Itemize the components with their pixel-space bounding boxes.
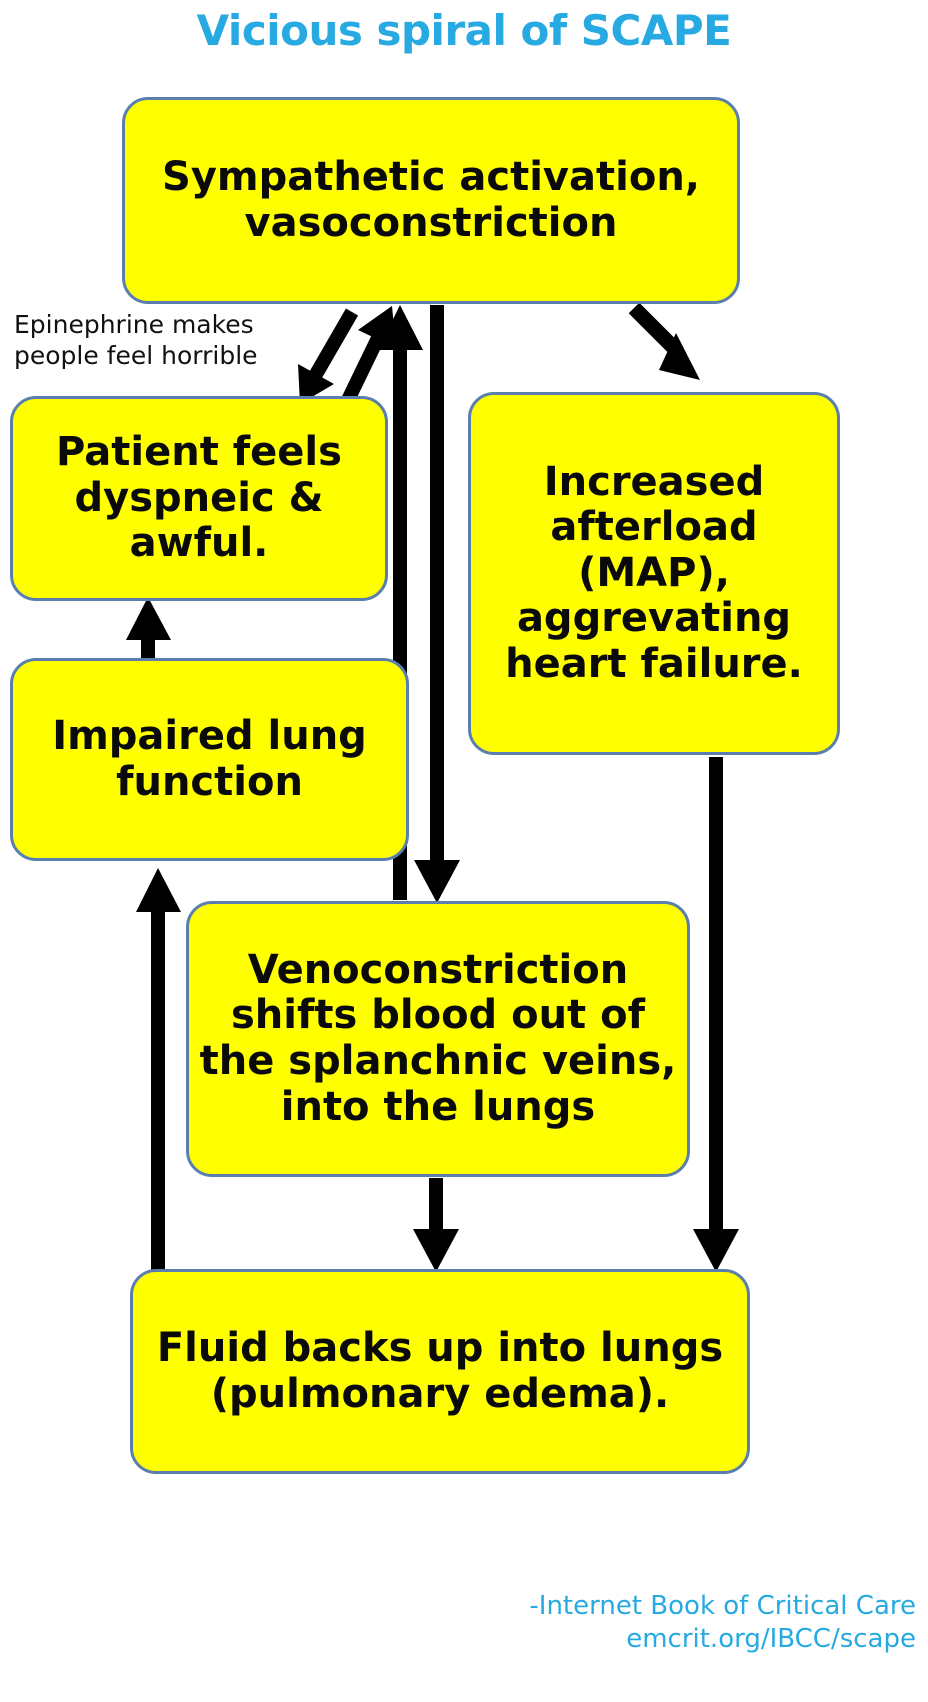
arrow-impaired-to-patient <box>126 597 171 658</box>
annotation-line-2: people feel horrible <box>14 340 258 370</box>
annotation-line-1: Epinephrine makes <box>14 310 254 339</box>
node-increased-afterload: Increased afterload (MAP), aggrevating h… <box>468 392 840 755</box>
node-sympathetic-activation: Sympathetic activation, vasoconstriction <box>122 97 740 304</box>
source-attribution: -Internet Book of Critical Care emcrit.o… <box>356 1590 916 1655</box>
node-impaired-lung-function: Impaired lung function <box>10 658 409 861</box>
arrow-afterload-to-fluid <box>693 757 739 1272</box>
node-patient-feels-dyspneic: Patient feels dyspneic & awful. <box>10 396 388 601</box>
page-title: Vicious spiral of SCAPE <box>196 6 732 55</box>
node-fluid-backs-up: Fluid backs up into lungs (pulmonary ede… <box>130 1269 750 1474</box>
arrow-patient-to-sympathetic <box>341 306 396 404</box>
arrow-fluid-to-impaired <box>136 868 181 1272</box>
arrow-venoconstriction-to-fluid <box>413 1178 459 1272</box>
annotation-epinephrine: Epinephrine makes people feel horrible <box>14 310 324 371</box>
arrow-sympathetic-to-afterload <box>628 302 700 380</box>
arrow-sympathetic-to-venoconstriction <box>414 305 460 903</box>
source-line-2: emcrit.org/IBCC/scape <box>626 1623 916 1654</box>
source-line-1: -Internet Book of Critical Care <box>529 1591 916 1621</box>
node-venoconstriction: Venoconstriction shifts blood out of the… <box>186 901 690 1177</box>
